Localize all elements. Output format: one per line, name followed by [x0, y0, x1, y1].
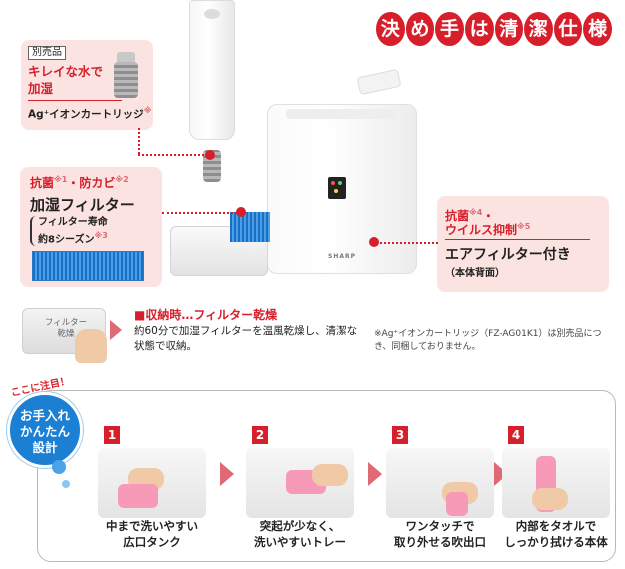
filter-life: フィルター寿命約8シーズン※3 — [30, 216, 108, 247]
step-1: 1 中まで洗いやすい広口タンク — [92, 420, 212, 552]
body-wiping-image — [502, 448, 610, 518]
dry-button-label: フィルター乾燥 — [44, 318, 88, 339]
divider — [445, 239, 590, 240]
connector-dot — [369, 237, 379, 247]
connector-dot — [205, 150, 215, 160]
step-number: 1 — [104, 426, 120, 444]
storage-heading: ■収納時…フィルター乾燥 — [134, 308, 278, 322]
headline-char: 潔 — [524, 12, 553, 46]
headline-char: 仕 — [553, 12, 583, 46]
step-2: 2 突起が少なく、洗いやすいトレー — [240, 420, 360, 552]
filter-in-tray-image — [230, 212, 270, 242]
bubble-decoration — [52, 460, 66, 474]
cartridge-line1: キレイな水で — [28, 64, 104, 79]
control-panel — [328, 177, 346, 199]
footnote: ※Ag⁺イオンカートリッジ（FZ-AG01K1）は別売品につき、同梱しておりませ… — [374, 329, 602, 352]
divider — [28, 100, 122, 101]
step-caption: 内部をタオルでしっかり拭ける本体 — [504, 519, 608, 549]
step-caption: 突起が少なく、洗いやすいトレー — [254, 519, 346, 549]
storage-description: 約60分で加湿フィルターを温風乾燥し、清潔な状態で収納。 — [134, 325, 358, 352]
headline-char: 清 — [494, 12, 524, 46]
brand-logo: SHARP — [328, 253, 357, 260]
air-feature-a: 抗菌※4・ — [445, 208, 495, 223]
water-tank-image — [189, 0, 235, 140]
connector-line — [138, 128, 140, 154]
filter-features: 抗菌※1・防カビ※2 — [30, 175, 129, 190]
step-number: 4 — [508, 426, 524, 444]
tray-washing-image — [246, 448, 354, 518]
step-number: 3 — [392, 426, 408, 444]
step-number: 2 — [252, 426, 268, 444]
arrow-right-icon — [110, 320, 122, 340]
bubble-decoration — [62, 480, 70, 488]
air-feature-b: ウイルス抑制※5 — [445, 222, 531, 237]
outlet-removal-image — [386, 448, 494, 518]
outlet-cover-image — [356, 68, 402, 96]
air-filter-callout: 抗菌※4・ ウイルス抑制※5 エアフィルター付き （本体背面） — [437, 196, 609, 292]
connector-line — [138, 154, 208, 156]
tank-washing-image — [98, 448, 206, 518]
air-filter-sub: （本体背面） — [445, 268, 505, 279]
headline-char: 手 — [435, 12, 464, 46]
headline-char: 様 — [583, 12, 612, 46]
connector-line — [376, 242, 438, 244]
cartridge-image — [111, 52, 141, 102]
tank-cap — [204, 9, 220, 19]
filter-image — [32, 251, 144, 281]
step-4: 4 内部をタオルでしっかり拭ける本体 — [496, 420, 616, 552]
headline-char: め — [405, 12, 435, 46]
arrow-right-icon — [368, 462, 382, 486]
easy-care-bubble: お手入れ かんたん 設計 — [7, 392, 83, 468]
finger-image — [75, 329, 107, 363]
dry-button-image: フィルター乾燥 — [22, 308, 107, 363]
air-filter-title: エアフィルター付き — [445, 247, 571, 263]
maintenance-frame — [37, 390, 616, 562]
filter-callout: 抗菌※1・防カビ※2 加湿フィルター フィルター寿命約8シーズン※3 — [20, 167, 162, 287]
connector-dot — [236, 207, 246, 217]
step-caption: 中まで洗いやすい広口タンク — [106, 519, 198, 549]
headline-char: 決 — [376, 12, 405, 46]
headline-banner: 決 め 手 は 清 潔 仕 様 — [376, 12, 612, 48]
connector-line — [162, 212, 237, 214]
cartridge-line2: 加湿 — [28, 81, 54, 96]
arrow-right-icon — [220, 462, 234, 486]
cartridge-product-name: Ag⁺イオンカートリッジ※ — [28, 106, 152, 121]
humidifier-body-image: SHARP — [267, 104, 417, 274]
filter-title: 加湿フィルター — [30, 196, 135, 214]
step-3: 3 ワンタッチで取り外せる吹出口 — [380, 420, 500, 552]
headline-char: は — [464, 12, 494, 46]
optional-tag: 別売品 — [28, 46, 66, 60]
step-caption: ワンタッチで取り外せる吹出口 — [394, 519, 486, 549]
